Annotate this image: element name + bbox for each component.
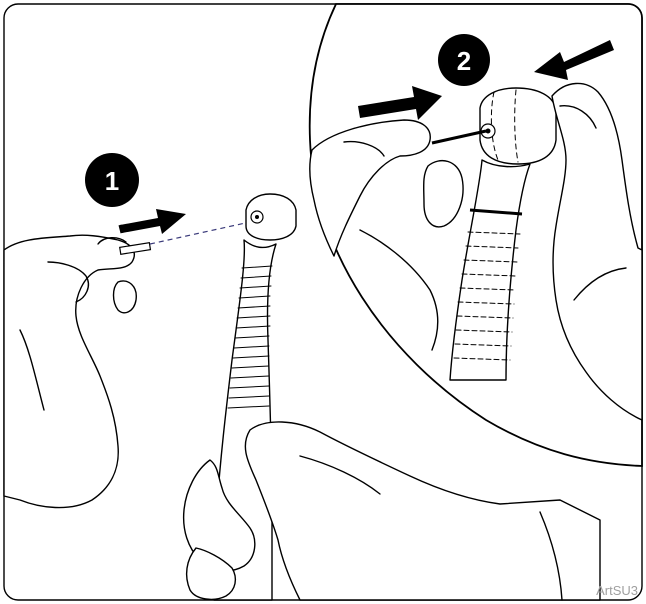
step-1-badge: 1 xyxy=(85,153,139,207)
step-1-number: 1 xyxy=(105,166,119,196)
step-2-number: 2 xyxy=(457,46,471,76)
figure-reference-code: ArtSU3 xyxy=(596,583,638,598)
zoom-detail-circle: 2 xyxy=(310,4,642,466)
step-2-badge: 2 xyxy=(438,34,490,86)
left-hand-holding-bur xyxy=(4,235,136,507)
arrow-push-right-icon xyxy=(120,209,186,234)
